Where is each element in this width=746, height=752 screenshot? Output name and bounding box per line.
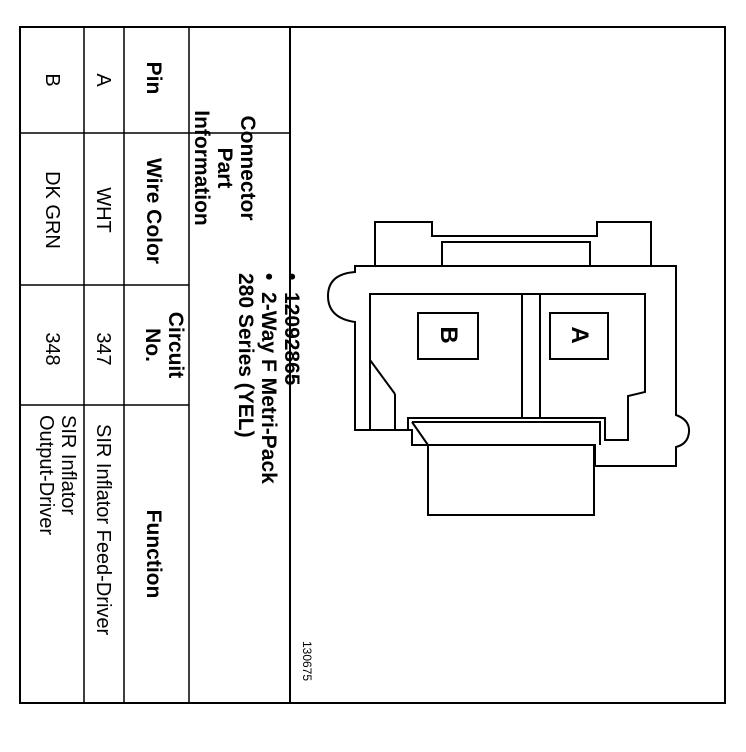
header-function: Function bbox=[142, 509, 165, 599]
cavity-b-box bbox=[417, 312, 479, 360]
row-a-function: SIR Inflator Feed-Driver bbox=[92, 424, 114, 636]
connector-info-bullets: • 12092865 • 2-Way F Metri-Pack 280 Seri… bbox=[234, 273, 303, 533]
row-b-function: SIR Inflator Output-Driver bbox=[35, 415, 79, 536]
cavity-label-b: B bbox=[435, 326, 462, 344]
row-b-circuit: 348 bbox=[41, 332, 63, 366]
connector-info-label: Connector Part Information bbox=[189, 110, 259, 226]
connector-outline bbox=[326, 221, 691, 516]
bullet-part-number: • 12092865 bbox=[280, 273, 303, 386]
image-id: 130675 bbox=[300, 640, 314, 682]
bullet-description: • 2-Way F Metri-Pack 280 Series (YEL) bbox=[233, 273, 280, 484]
row-a-wire-color: WHT bbox=[92, 187, 114, 233]
outer-frame bbox=[19, 26, 726, 704]
cavity-a-box bbox=[549, 312, 609, 360]
row-b-wire-color: DK GRN bbox=[41, 171, 63, 249]
row-b-pin: B bbox=[41, 73, 63, 87]
row-a-circuit: 347 bbox=[92, 332, 114, 366]
header-wire-color: Wire Color bbox=[142, 158, 165, 264]
row-a-pin: A bbox=[92, 73, 114, 87]
cavity-label-a: A bbox=[566, 326, 593, 344]
header-pin: Pin bbox=[142, 61, 165, 95]
header-circuit-no: Circuit No. bbox=[140, 311, 187, 379]
